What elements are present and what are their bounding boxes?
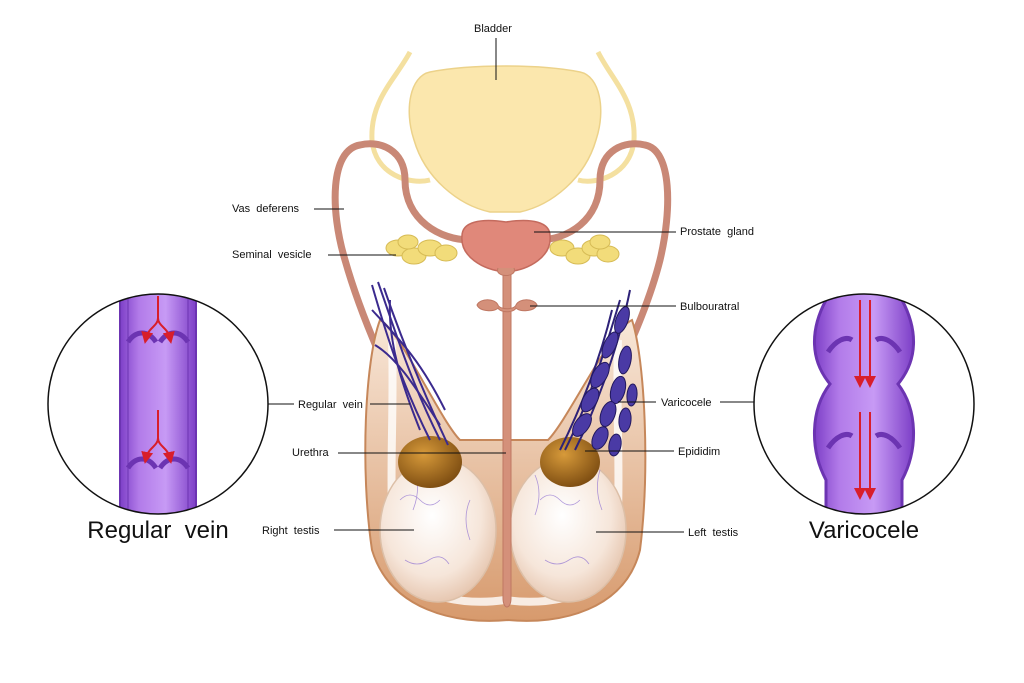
epididymis-right-shape	[540, 437, 600, 487]
label-urethra: Urethra	[292, 447, 330, 459]
seminal-vesicle-right	[549, 234, 620, 265]
seminal-vesicle-left	[385, 234, 458, 265]
label-bulbouratral: Bulbouratral	[680, 301, 739, 313]
label-left-testis: Left testis	[688, 527, 739, 539]
prostate-shape	[461, 219, 551, 273]
label-prostate-gland: Prostate gland	[680, 226, 754, 238]
regular-vein-plexus	[371, 281, 449, 446]
label-bladder: Bladder	[474, 23, 512, 35]
varicocele-plexus	[559, 289, 638, 457]
regular-vein-title: Regular vein	[87, 517, 228, 544]
label-regular-vein: Regular vein	[298, 399, 363, 411]
regular-vein-inset	[47, 293, 269, 515]
bulbourethral-glands	[476, 299, 538, 313]
urethra-shape	[502, 269, 512, 608]
label-vas-deferens: Vas deferens	[232, 203, 300, 215]
label-seminal-vesicle: Seminal vesicle	[232, 249, 311, 261]
epididymis-left-shape	[398, 436, 462, 488]
vas-deferens-left	[331, 140, 474, 444]
bladder-shape	[408, 65, 602, 213]
varicocele-inset	[753, 293, 975, 515]
label-right-testis: Right testis	[262, 525, 320, 537]
label-epididim: Epididim	[678, 446, 720, 458]
label-varicocele: Varicocele	[661, 397, 712, 409]
varicocele-title: Varicocele	[809, 517, 919, 544]
